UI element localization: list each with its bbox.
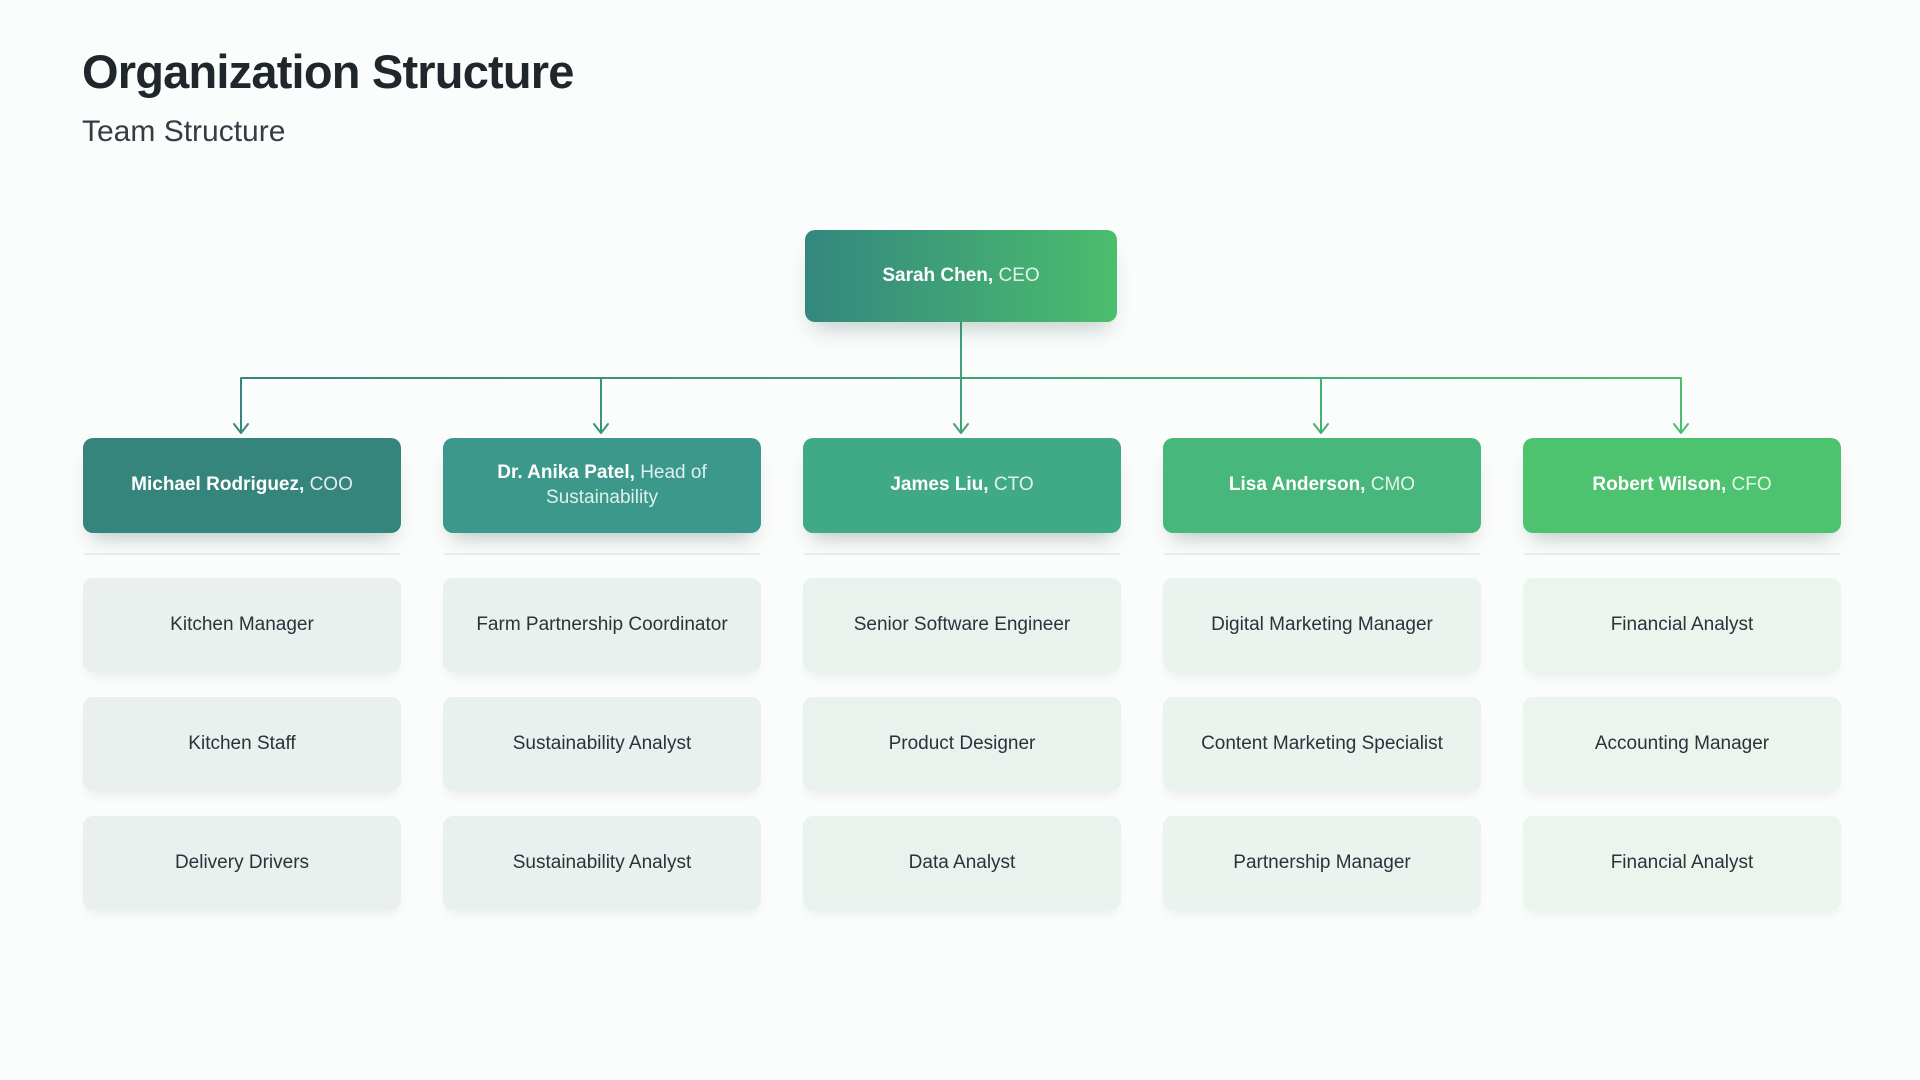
person-role: CTO: [993, 474, 1034, 496]
person-name: Lisa Anderson,: [1228, 474, 1366, 496]
column-divider: [84, 553, 400, 555]
node-head-of-sustainability: Dr. Anika Patel, Head of Sustainability: [443, 438, 761, 533]
node-ceo: Sarah Chen, CEO: [805, 230, 1117, 322]
report-node: Kitchen Staff: [83, 697, 401, 791]
report-node: Digital Marketing Manager: [1163, 578, 1481, 672]
node-coo-label: Michael Rodriguez, COO: [131, 473, 353, 498]
report-node: Senior Software Engineer: [803, 578, 1121, 672]
report-node: Data Analyst: [803, 816, 1121, 910]
node-cfo: Robert Wilson, CFO: [1523, 438, 1841, 533]
header: Organization Structure Team Structure: [82, 44, 574, 150]
report-node: Sustainability Analyst: [443, 816, 761, 910]
column-divider: [1164, 553, 1480, 555]
node-cmo-label: Lisa Anderson, CMO: [1229, 473, 1415, 498]
column-divider: [1524, 553, 1840, 555]
person-role: Head of Sustainability: [546, 461, 707, 508]
page-title: Organization Structure: [82, 45, 574, 98]
report-node: Kitchen Manager: [83, 578, 401, 672]
person-name: Sarah Chen,: [882, 264, 994, 286]
person-name: Robert Wilson,: [1592, 474, 1727, 496]
connector-path: [233, 321, 1689, 434]
person-name: Michael Rodriguez,: [131, 474, 305, 496]
node-cto-label: James Liu, CTO: [890, 473, 1033, 498]
node-ceo-label: Sarah Chen, CEO: [882, 264, 1039, 289]
person-role: CMO: [1370, 474, 1416, 496]
node-cfo-label: Robert Wilson, CFO: [1592, 473, 1771, 498]
node-sustainability-label: Dr. Anika Patel, Head of Sustainability: [473, 461, 731, 510]
report-node: Partnership Manager: [1163, 816, 1481, 910]
report-node: Financial Analyst: [1523, 578, 1841, 672]
column-divider: [804, 553, 1120, 555]
node-cto: James Liu, CTO: [803, 438, 1121, 533]
report-node: Delivery Drivers: [83, 816, 401, 910]
column-divider: [444, 553, 760, 555]
report-node: Accounting Manager: [1523, 697, 1841, 791]
person-role: CFO: [1731, 474, 1772, 496]
person-name: James Liu,: [890, 474, 989, 496]
report-node: Financial Analyst: [1523, 816, 1841, 910]
person-role: COO: [309, 474, 353, 496]
person-name: Dr. Anika Patel,: [497, 461, 635, 483]
report-node: Farm Partnership Coordinator: [443, 578, 761, 672]
page-subtitle: Team Structure: [82, 115, 286, 149]
report-node: Sustainability Analyst: [443, 697, 761, 791]
node-coo: Michael Rodriguez, COO: [83, 438, 401, 533]
report-node: Content Marketing Specialist: [1163, 697, 1481, 791]
report-node: Product Designer: [803, 697, 1121, 791]
node-cmo: Lisa Anderson, CMO: [1163, 438, 1481, 533]
person-role: CEO: [998, 264, 1040, 286]
